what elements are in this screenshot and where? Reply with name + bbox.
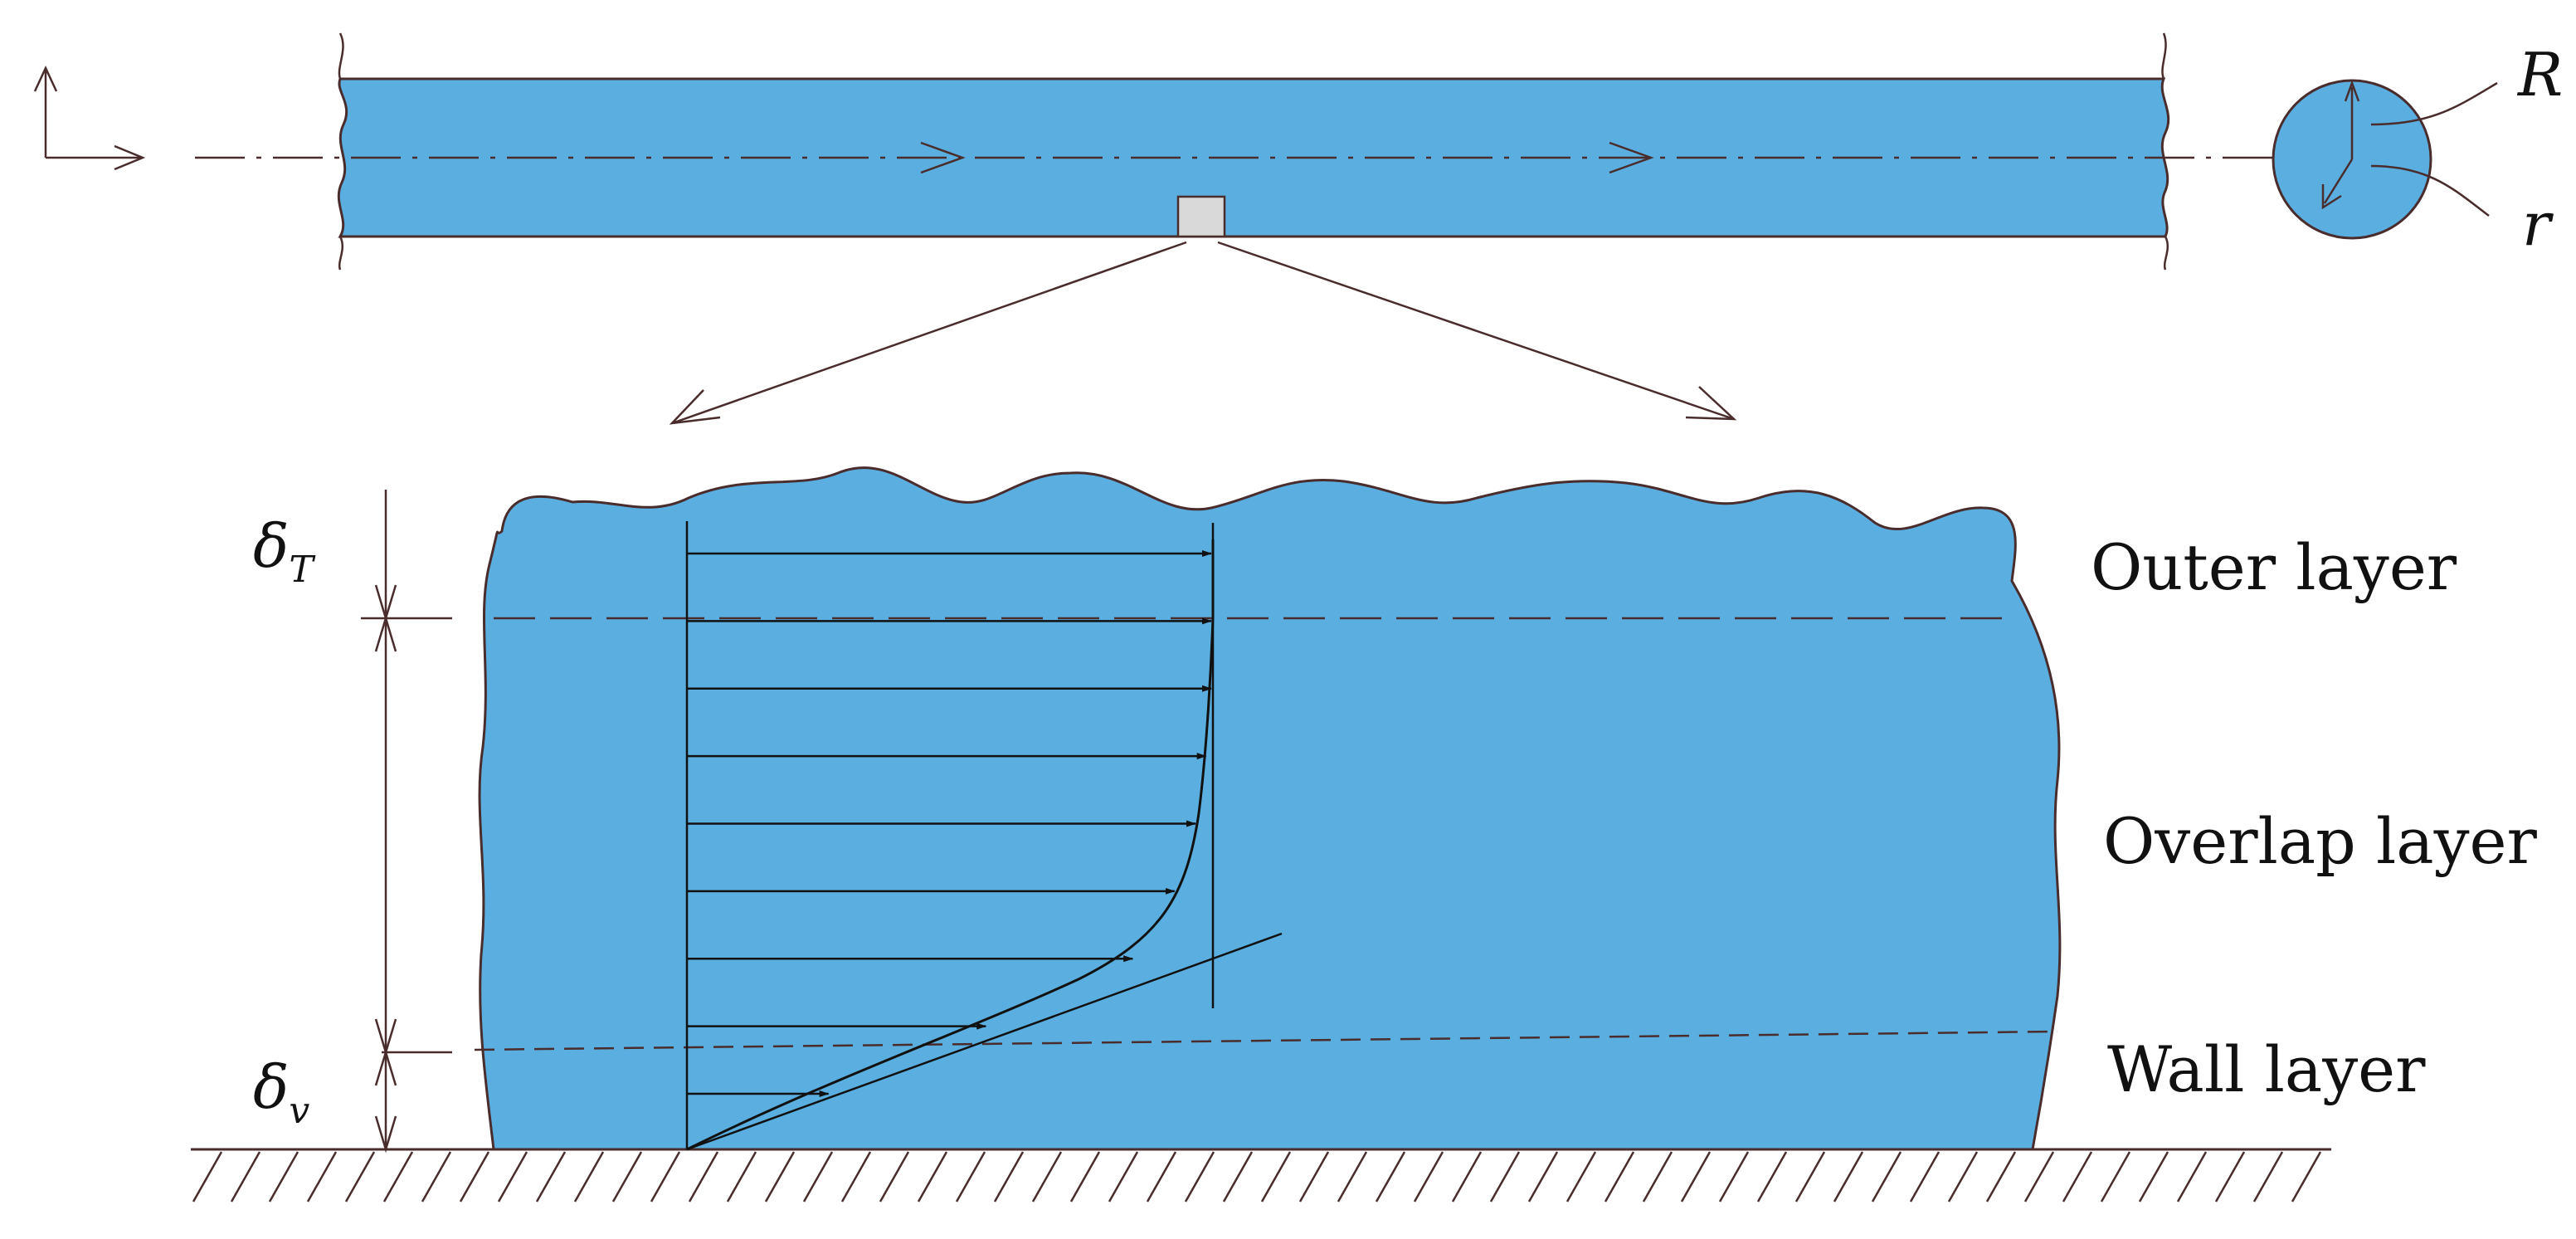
wall-hatch-line [1947,1151,1979,1202]
outer-layer-label: Outer layer [2091,530,2457,604]
overlap-layer-label: Overlap layer [2103,804,2538,878]
wall-hatch-line [1794,1151,1826,1202]
wall-hatch-line [1871,1151,1902,1202]
radial-coordinate-label: r [2522,189,2554,259]
flow-arrow-2 [1609,141,1654,174]
wall-hatch-line [1413,1151,1444,1202]
velocity-profile-curve [686,539,1215,1151]
thickness-dimensions [361,490,452,1154]
wall-hatch-line [1337,1151,1368,1202]
wall-hatch-line [1260,1151,1292,1202]
wall-hatch-line [917,1151,948,1202]
delta-T-label: δT [253,511,316,591]
wall-hatch-line [1375,1151,1406,1202]
wall-hatch-line [2176,1151,2208,1202]
wall-hatch-line [1146,1151,1177,1202]
svg-text:δT: δT [253,511,316,591]
wall-hatch-line [1069,1151,1101,1202]
wall-hatch-line [1680,1151,1712,1202]
wall-hatch-line [2214,1151,2246,1202]
wall-hatch-line [1642,1151,1673,1202]
wall-hatch-line [1031,1151,1063,1202]
wall-hatch-line [955,1151,986,1202]
delta-v-label: δv [253,1052,309,1132]
wall-hatch-line [993,1151,1025,1202]
wall-hatch-line [1298,1151,1330,1202]
boundary-layer-detail: δT δv Outer layer Overlap layer Wall lay… [191,466,2538,1202]
wall-hatch-line [1566,1151,1597,1202]
wall-hatch-line [611,1151,643,1202]
wall-hatch-line [1985,1151,2017,1202]
overlap-wall-divider [474,1030,2058,1051]
wall-hatch-line [1108,1151,1139,1202]
wall-hatch-line [535,1151,567,1202]
pipe-cross-section [2272,79,2498,240]
wall-hatch-line [764,1151,796,1202]
wall-hatch-line [802,1151,834,1202]
wall-hatch-line [421,1151,452,1202]
fluid-element-box [1176,195,1226,238]
wall-hatch-line [1756,1151,1788,1202]
wall-hatch-line [268,1151,299,1202]
wall-layer-label: Wall layer [2107,1032,2426,1106]
wall-hatch-line [1489,1151,1521,1202]
flow-arrow-1 [920,141,966,174]
wall-hatch-line [2023,1151,2055,1202]
wall-hatch-line [459,1151,490,1202]
fluid-region [478,466,2062,1151]
wall-hatch-line [1184,1151,1215,1202]
wall-hatch-line [1222,1151,1254,1202]
zoom-lines [669,241,1737,425]
axes-icon [33,66,146,171]
pipe-schematic: R r [33,32,2563,425]
wall-hatch-line [879,1151,910,1202]
wall-hatch-line [726,1151,757,1202]
wall [191,1148,2331,1202]
wall-hatch-line [497,1151,528,1202]
wall-hatch-line [2291,1151,2322,1202]
wall-hatch-line [1833,1151,1864,1202]
wall-hatch-line [650,1151,681,1202]
wall-hatch-line [2062,1151,2093,1202]
wall-hatch-line [2252,1151,2284,1202]
wall-hatch-line [1909,1151,1941,1202]
wall-hatch-line [2138,1151,2169,1202]
wall-hatch-line [1718,1151,1750,1202]
wall-hatch-line [1451,1151,1483,1202]
wall-hatch-line [1604,1151,1635,1202]
wall-hatch-line [840,1151,872,1202]
wall-hatch-line [1527,1151,1559,1202]
wall-hatch-line [306,1151,338,1202]
wall-hatch-line [230,1151,261,1202]
pipe-radius-label: R [2516,40,2563,110]
wall-hatch-line [573,1151,605,1202]
velocity-arrows [687,550,1212,1097]
wall-hatch-line [344,1151,376,1202]
wall-hatch-line [192,1151,223,1202]
wall-hatch-line [688,1151,719,1202]
wall-hatch-line [2100,1151,2131,1202]
wall-hatch-line [382,1151,414,1202]
svg-text:δv: δv [253,1052,309,1132]
viscous-sublayer-tangent [686,932,1283,1151]
